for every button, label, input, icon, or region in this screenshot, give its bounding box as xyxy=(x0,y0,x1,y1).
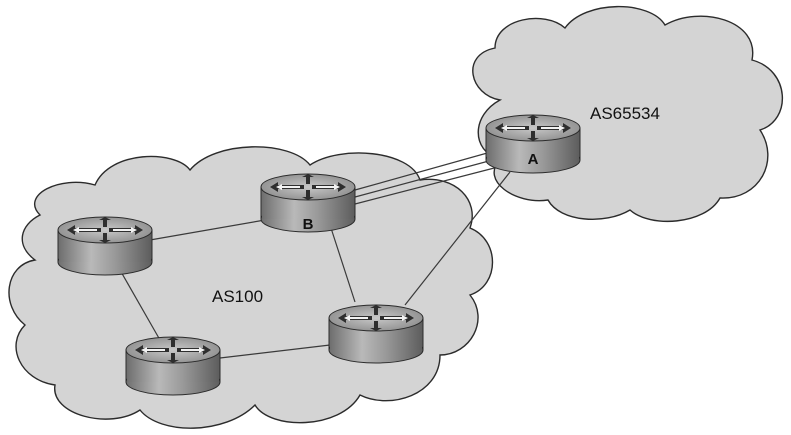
link-left-b xyxy=(149,219,266,241)
link-bottomright-a xyxy=(404,171,511,306)
router-b-label: B xyxy=(303,216,314,233)
label-as100: AS100 xyxy=(212,287,263,306)
link-b-a-3 xyxy=(354,165,503,205)
link-bottomleft-bottomright xyxy=(219,344,331,359)
router-b[interactable]: B xyxy=(260,173,356,233)
router-left[interactable] xyxy=(57,216,153,276)
link-b-bottomright xyxy=(329,224,356,303)
links xyxy=(119,149,511,359)
router-bottom-right[interactable] xyxy=(328,304,424,364)
link-left-bottomleft xyxy=(119,269,161,341)
router-a[interactable]: A xyxy=(485,114,581,174)
link-b-a-1 xyxy=(354,149,499,191)
router-bottom-left[interactable] xyxy=(125,336,221,396)
link-b-a-2 xyxy=(354,157,501,198)
router-a-label: A xyxy=(528,151,539,168)
label-as65534: AS65534 xyxy=(590,104,660,123)
